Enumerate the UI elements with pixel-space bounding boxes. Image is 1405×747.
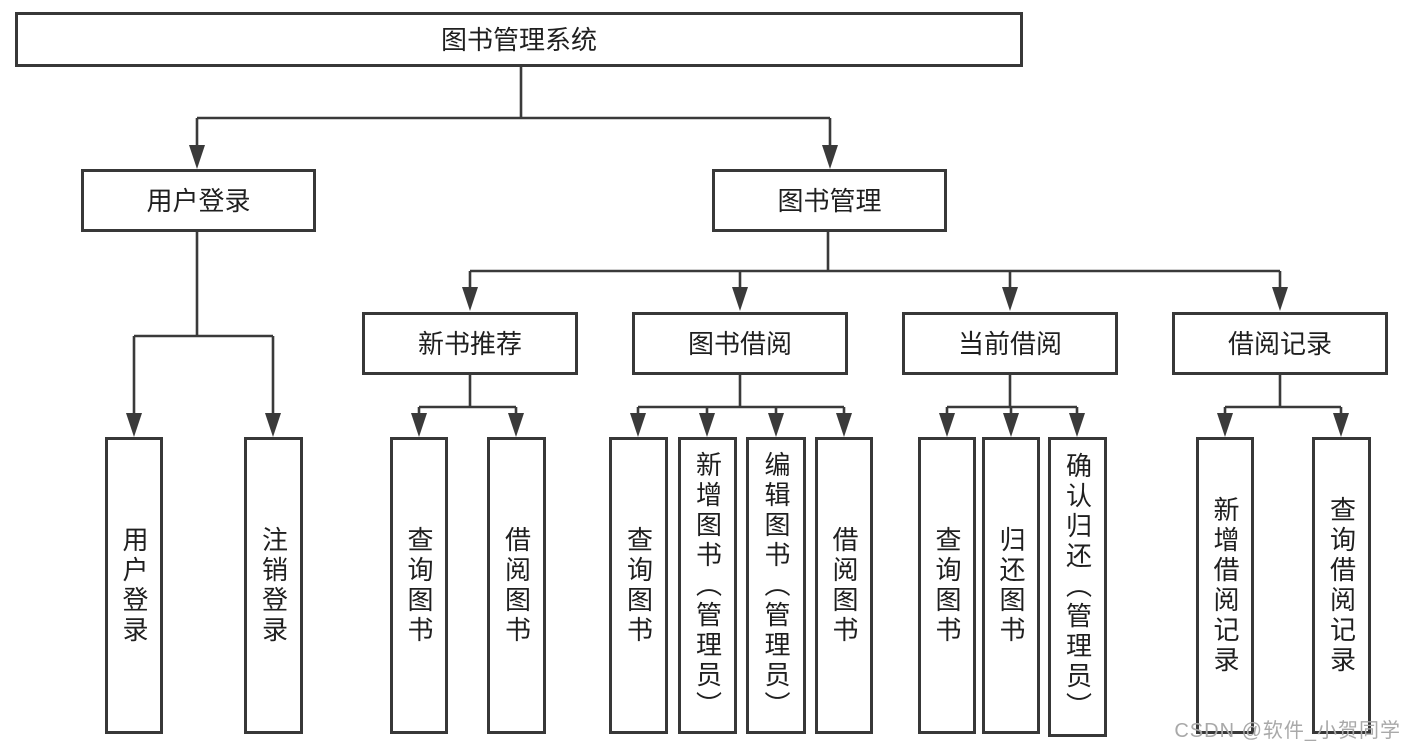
node-label: 当前借阅 [957, 328, 1062, 359]
arrow-down-icon [126, 413, 142, 437]
arrow-down-icon [508, 413, 524, 437]
leaf-query-borrow-record: 查询借阅记录 [1312, 437, 1371, 734]
leaf-label: 查询图书 [623, 525, 654, 646]
leaf-label: 新增图书（管理员） [692, 450, 723, 721]
node-label: 图书管理 [777, 185, 882, 216]
leaf-label: 查询图书 [404, 525, 434, 646]
arrow-down-icon [1002, 287, 1018, 311]
leaf-add-borrow-record: 新增借阅记录 [1196, 437, 1254, 734]
arrow-down-icon [462, 287, 478, 311]
node-user-login: 用户登录 [81, 169, 316, 232]
leaf-edit-books-admin: 编辑图书（管理员） [746, 437, 806, 734]
leaf-label: 查询图书 [932, 525, 962, 646]
connector-path [132, 67, 1343, 415]
arrow-down-icon [411, 413, 427, 437]
arrow-down-icon [189, 145, 205, 169]
arrow-down-icon [265, 413, 281, 437]
node-borrow-records: 借阅记录 [1172, 312, 1388, 375]
arrow-down-icon [822, 145, 838, 169]
leaf-label: 确认归还（管理员） [1062, 452, 1093, 722]
arrow-down-icon [1069, 413, 1085, 437]
leaf-label: 编辑图书（管理员） [761, 450, 791, 721]
leaf-label: 借阅图书 [501, 525, 532, 646]
node-label: 图书管理系统 [440, 24, 597, 55]
node-new-book-recommend: 新书推荐 [362, 312, 578, 375]
arrow-down-icon [699, 413, 715, 437]
arrow-down-icon [1333, 413, 1349, 437]
leaf-query-books: 查询图书 [609, 437, 668, 734]
leaf-label: 查询借阅记录 [1326, 495, 1357, 676]
node-label: 图书借阅 [687, 328, 792, 359]
leaf-add-books-admin: 新增图书（管理员） [678, 437, 737, 734]
leaf-return-books: 归还图书 [982, 437, 1040, 734]
node-current-borrow: 当前借阅 [902, 312, 1118, 375]
leaf-label: 注销登录 [258, 525, 289, 646]
leaf-label: 新增借阅记录 [1210, 495, 1240, 676]
arrow-down-icon [1003, 413, 1019, 437]
node-book-borrow: 图书借阅 [632, 312, 848, 375]
node-label: 新书推荐 [417, 328, 522, 359]
leaf-label: 用户登录 [119, 525, 149, 646]
arrow-down-icon [1272, 287, 1288, 311]
arrow-down-icon [630, 413, 646, 437]
arrow-down-icon [732, 287, 748, 311]
node-root: 图书管理系统 [15, 12, 1023, 67]
leaf-borrow-books: 借阅图书 [487, 437, 546, 734]
leaf-label: 归还图书 [996, 525, 1026, 646]
leaf-query-books: 查询图书 [390, 437, 448, 734]
arrow-down-icon [939, 413, 955, 437]
leaf-user-login: 用户登录 [105, 437, 163, 734]
leaf-query-books: 查询图书 [918, 437, 976, 734]
leaf-label: 借阅图书 [829, 525, 859, 646]
watermark-text: CSDN @软件_小贺同学 [1174, 720, 1401, 742]
leaf-confirm-return-admin: 确认归还（管理员） [1048, 437, 1107, 737]
node-book-management: 图书管理 [712, 169, 947, 232]
node-label: 借阅记录 [1227, 328, 1332, 359]
arrow-down-icon [768, 413, 784, 437]
leaf-borrow-books: 借阅图书 [815, 437, 873, 734]
arrow-down-icon [1217, 413, 1233, 437]
node-label: 用户登录 [146, 185, 251, 216]
leaf-logout: 注销登录 [244, 437, 303, 734]
arrow-down-icon [836, 413, 852, 437]
